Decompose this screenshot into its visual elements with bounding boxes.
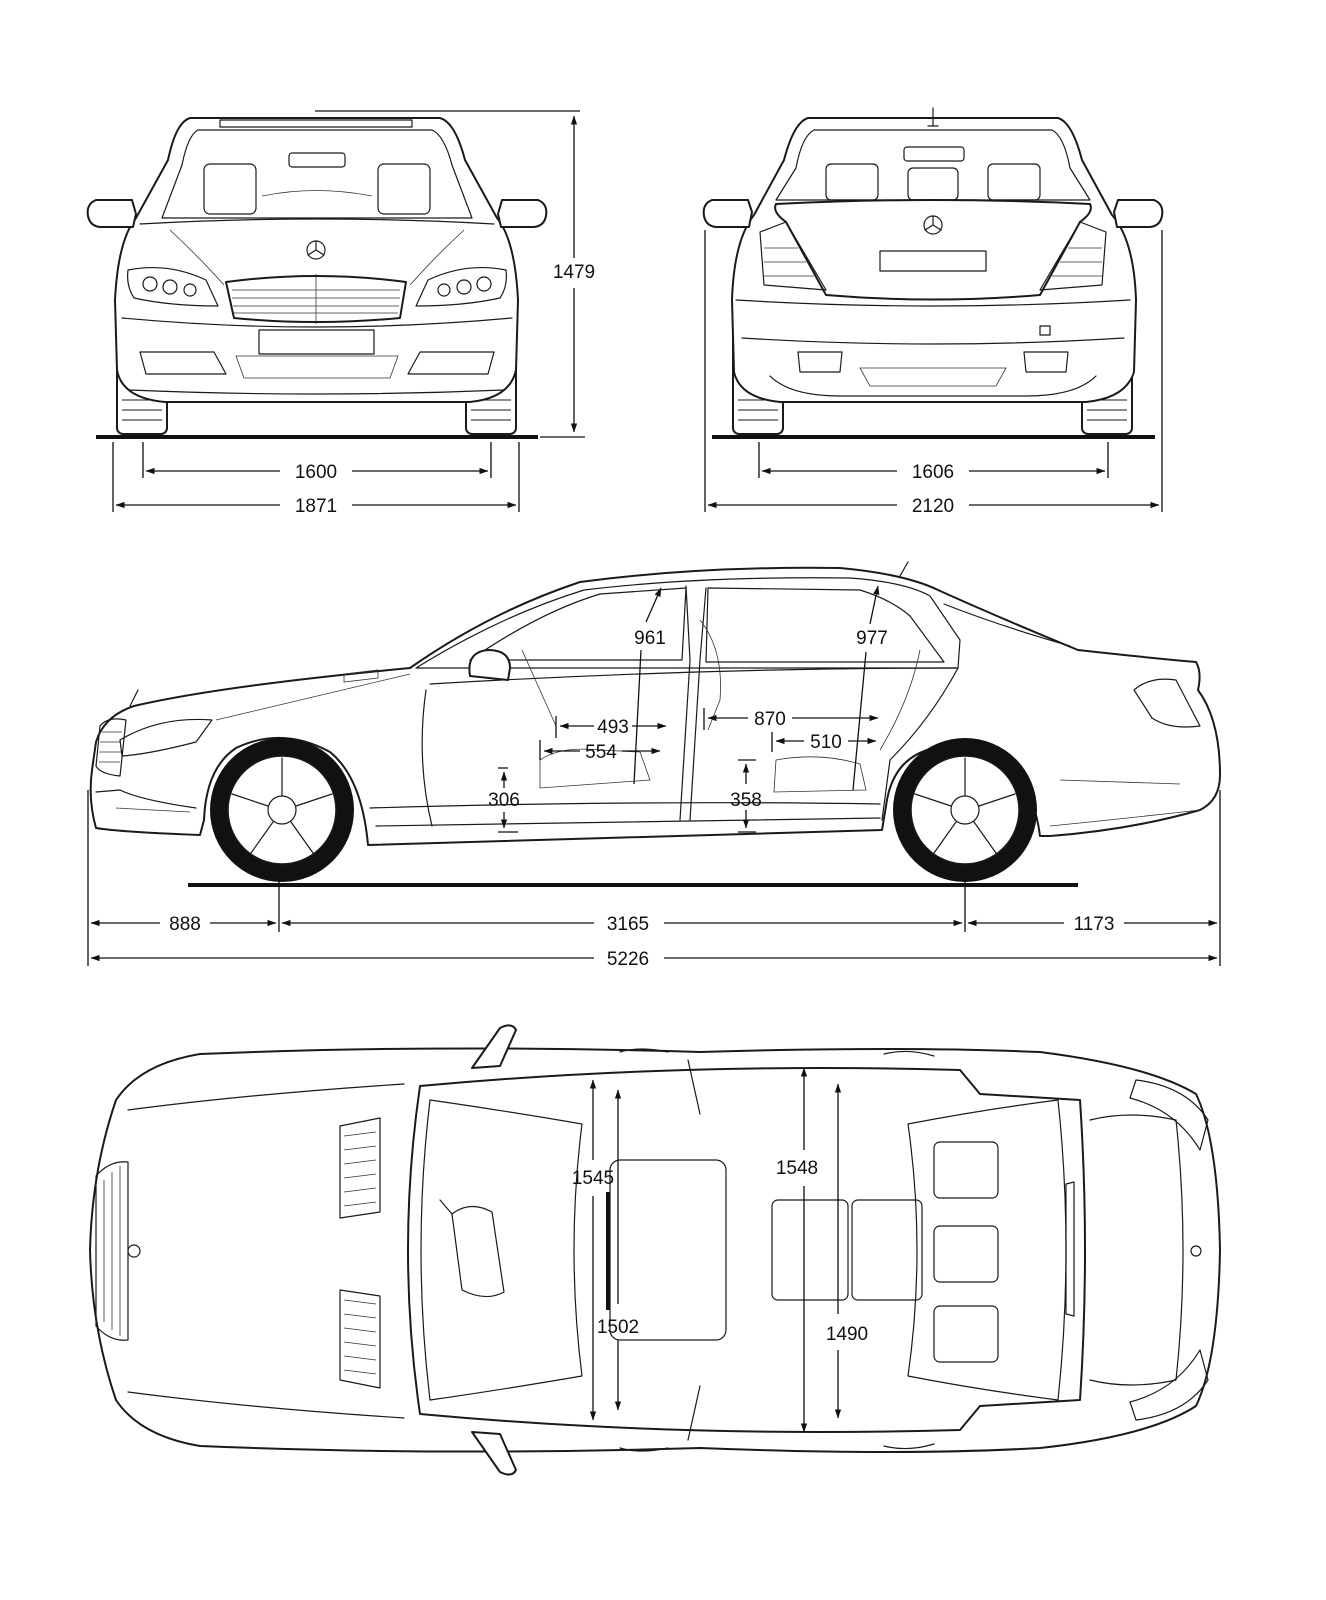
right-headlight — [415, 266, 507, 307]
top-right-mirror — [471, 1431, 517, 1476]
rear-seat-height-label: 358 — [730, 790, 762, 811]
rear-license-plate — [879, 250, 987, 272]
front-seat-depth-label: 493 — [597, 717, 629, 738]
side-view: 961 977 493 554 870 510 306 358 — [87, 561, 1221, 970]
front-view: 1479 1600 1871 — [86, 110, 595, 517]
driver-seat — [451, 1205, 505, 1298]
front-emblem — [306, 240, 326, 260]
front-wheel — [210, 738, 354, 882]
top-rear-emblem — [1190, 1245, 1202, 1257]
left-hood-vent — [339, 1117, 381, 1219]
rear-side-window — [705, 587, 945, 663]
top-body — [89, 1047, 1221, 1453]
rear-wheel — [893, 738, 1037, 882]
front-left-mirror — [86, 199, 137, 228]
right-exhaust — [1023, 351, 1069, 373]
front-legroom-depth-label: 554 — [585, 742, 617, 763]
wheelbase-label: 3165 — [607, 914, 649, 935]
top-front-emblem — [127, 1244, 141, 1258]
front-windshield — [161, 129, 473, 219]
front-right-mirror — [497, 199, 548, 228]
side-body — [89, 566, 1221, 846]
rear-right-mirror — [1113, 199, 1164, 228]
front-hip-label: 1502 — [597, 1317, 639, 1338]
side-greenhouse — [415, 577, 961, 669]
top-cabin — [407, 1067, 1086, 1433]
right-hood-vent — [339, 1289, 381, 1389]
front-headroom-label: 961 — [634, 628, 666, 649]
left-taillight — [759, 221, 827, 291]
rear-seat-depth-long-label: 870 — [754, 709, 786, 730]
side-grille — [95, 718, 127, 777]
b-pillar-line — [679, 585, 691, 821]
rear-view: 1606 2120 — [702, 107, 1164, 517]
top-left-mirror — [471, 1024, 517, 1069]
rear-width-label: 2120 — [912, 496, 954, 517]
top-view: 1545 1502 1548 1490 — [89, 1024, 1221, 1476]
rear-body — [731, 117, 1137, 403]
side-mirror — [468, 649, 511, 681]
front-track-label: 1600 — [295, 462, 337, 483]
side-headlight — [119, 718, 213, 757]
rear-overhang-label: 1173 — [1074, 914, 1115, 935]
rear-left-mirror — [702, 199, 753, 228]
front-license-plate — [258, 329, 375, 355]
top-rear-window — [907, 1099, 1067, 1401]
rear-headroom-label: 977 — [856, 628, 888, 649]
rear-hip-label: 1490 — [826, 1324, 868, 1345]
rear-shoulder-label: 1548 — [776, 1158, 818, 1179]
left-exhaust — [797, 351, 843, 373]
left-headlight — [127, 266, 219, 307]
front-height-label: 1479 — [553, 262, 595, 283]
rear-seat-depth-label: 510 — [810, 732, 842, 753]
front-seat-height-label: 306 — [488, 790, 520, 811]
front-overhang-label: 888 — [169, 914, 201, 935]
front-width-label: 1871 — [295, 496, 337, 517]
top-grille — [95, 1161, 129, 1341]
top-windshield — [420, 1099, 583, 1401]
rear-window — [775, 129, 1091, 201]
right-taillight — [1039, 221, 1107, 291]
front-door-edge — [421, 689, 433, 827]
rear-track-label: 1606 — [912, 462, 954, 483]
side-taillight — [1133, 678, 1201, 728]
front-body — [114, 117, 519, 403]
front-grille — [225, 275, 407, 323]
front-side-window — [469, 587, 687, 661]
length-label: 5226 — [607, 949, 649, 970]
front-shoulder-label: 1545 — [572, 1168, 614, 1189]
rear-emblem — [923, 215, 943, 235]
